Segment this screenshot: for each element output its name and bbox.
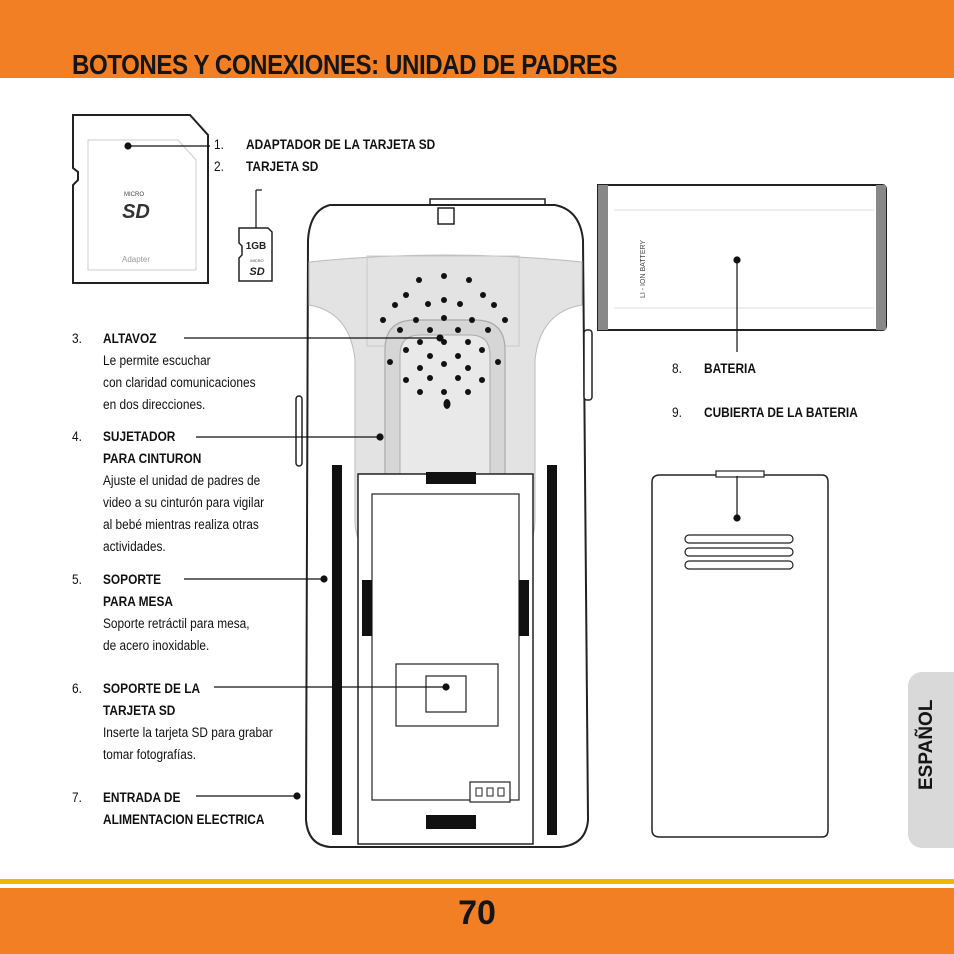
- battery: LI - ION BATTERY: [597, 184, 887, 331]
- item-2-title: TARJETA SD: [246, 159, 319, 174]
- item-1-number: 1.: [214, 137, 224, 152]
- item-9-title: CUBIERTA DE LA BATERIA: [704, 405, 858, 420]
- battery-cover: [651, 470, 829, 838]
- item-8-number: 8.: [672, 361, 682, 376]
- item-7-number: 7.: [72, 790, 82, 805]
- svg-text:MICRO: MICRO: [250, 258, 263, 263]
- footer-bar: [0, 888, 954, 954]
- item-1-title: ADAPTADOR DE LA TARJETA SD: [246, 137, 436, 152]
- item-4-text: SUJETADOR PARA CINTURON Ajuste el unidad…: [103, 426, 264, 558]
- item-5-text: SOPORTE PARA MESA Soporte retráctil para…: [103, 569, 250, 657]
- footer-rule: [0, 879, 954, 884]
- item-5-number: 5.: [72, 572, 82, 587]
- item-5-title: SOPORTE: [103, 572, 162, 587]
- item-6-text: SOPORTE DE LA TARJETA SD Inserte la tarj…: [103, 678, 273, 766]
- item-8-title: BATERIA: [704, 361, 756, 376]
- item-6-number: 6.: [72, 681, 82, 696]
- language-tab: [908, 672, 954, 848]
- language-tab-label: ESPAÑOL: [916, 699, 937, 790]
- item-9-number: 9.: [672, 405, 682, 420]
- page-title: BOTONES Y CONEXIONES: UNIDAD DE PADRES: [72, 49, 618, 80]
- battery-label: LI - ION BATTERY: [640, 240, 647, 298]
- item-3-text: ALTAVOZ Le permite escuchar con claridad…: [103, 328, 256, 416]
- page-number: 70: [458, 894, 496, 932]
- sd-adapter-card: MICRO SD Adapter: [72, 114, 209, 284]
- item-2-number: 2.: [214, 159, 224, 174]
- header-bar: [0, 0, 954, 78]
- micro-sd-card: 1GB MICRO SD: [238, 227, 273, 282]
- leader-lines: [124, 142, 741, 800]
- item-6-title: SOPORTE DE LA: [103, 681, 201, 696]
- item-7-text: ENTRADA DE ALIMENTACION ELECTRICA: [103, 787, 264, 831]
- item-7-title: ENTRADA DE: [103, 790, 181, 805]
- sd-adapter-text: Adapter: [122, 255, 150, 264]
- sd-micro-label: MICRO: [124, 192, 144, 198]
- parent-unit-body: [295, 198, 593, 848]
- micro-sd-capacity: 1GB: [246, 241, 267, 252]
- item-3-title: ALTAVOZ: [103, 331, 157, 346]
- item-3-number: 3.: [72, 331, 82, 346]
- sd-logo: SD: [122, 201, 150, 223]
- item-4-number: 4.: [72, 429, 82, 444]
- svg-text:SD: SD: [249, 266, 264, 278]
- item-4-title: SUJETADOR: [103, 429, 176, 444]
